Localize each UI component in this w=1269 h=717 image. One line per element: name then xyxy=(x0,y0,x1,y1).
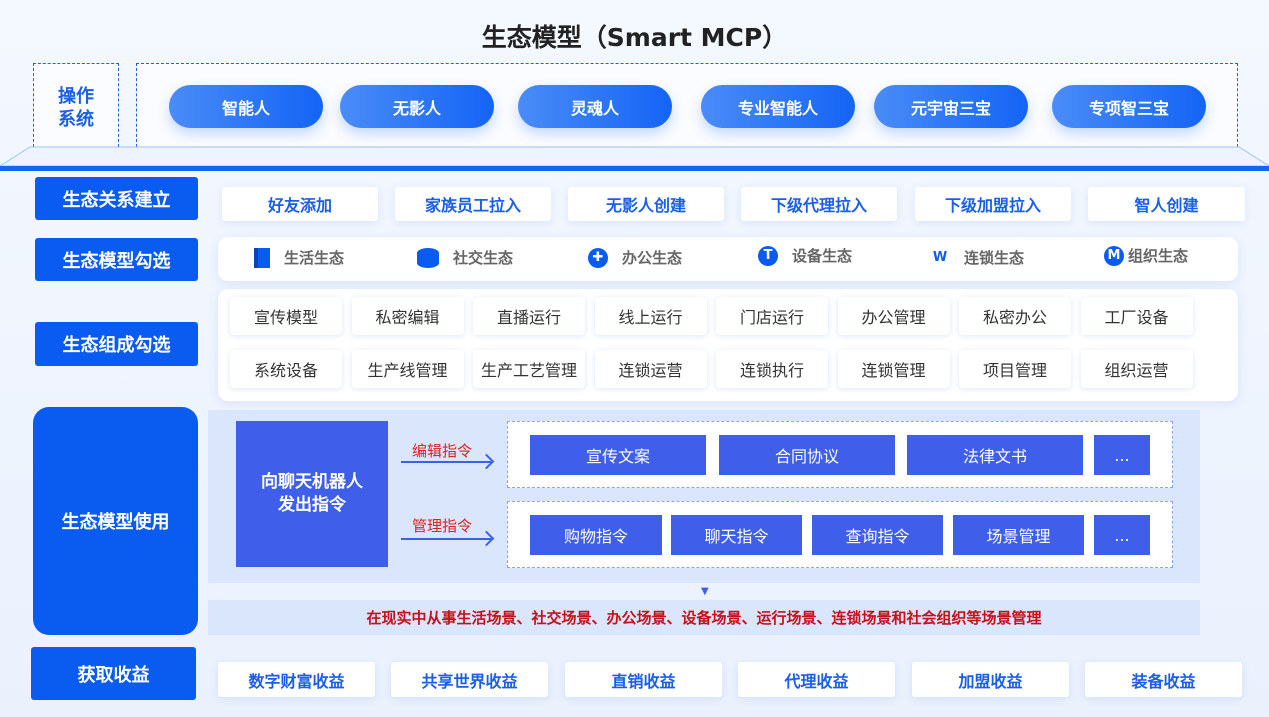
scenario-summary: 在现实中从事生活场景、社交场景、办公场景、设备场景、运行场景、连锁场景和社会组织… xyxy=(208,600,1200,635)
chatbot-command-box: 向聊天机器人发出指令 xyxy=(236,421,388,567)
cube-icon xyxy=(254,247,270,268)
relation-item[interactable]: 家族员工拉入 xyxy=(395,187,551,221)
edit-command-label: 编辑指令 xyxy=(412,442,473,460)
os-item[interactable]: 专业智能人 xyxy=(701,85,855,128)
composition-label: 生态组成勾选 xyxy=(35,322,198,366)
relation-item[interactable]: 好友添加 xyxy=(222,187,378,221)
composition-item[interactable]: 生产线管理 xyxy=(351,350,464,388)
eco-label: 生活生态 xyxy=(284,249,345,267)
income-item[interactable]: 共享世界收益 xyxy=(391,662,548,697)
edit-command-item[interactable]: 法律文书 xyxy=(907,435,1083,475)
edit-command-item[interactable]: 合同协议 xyxy=(719,435,895,475)
relation-label: 生态关系建立 xyxy=(35,177,198,220)
income-item[interactable]: 加盟收益 xyxy=(912,662,1069,697)
income-label: 获取收益 xyxy=(31,647,196,700)
model-select-panel xyxy=(218,237,1238,281)
arrow-right-icon xyxy=(401,538,491,540)
os-item[interactable]: 智能人 xyxy=(169,85,323,128)
income-item[interactable]: 直销收益 xyxy=(565,662,722,697)
os-item[interactable]: 无影人 xyxy=(340,85,494,128)
os-item[interactable]: 专项智三宝 xyxy=(1052,85,1206,128)
composition-item[interactable]: 工厂设备 xyxy=(1080,297,1193,335)
platform-bar xyxy=(0,166,1269,171)
manage-command-more[interactable]: ... xyxy=(1094,515,1150,555)
eco-label: 办公生态 xyxy=(622,249,683,267)
arrow-right-icon xyxy=(401,461,491,463)
eco-option-office[interactable]: ✚ 办公生态 xyxy=(588,247,682,268)
eco-option-social[interactable]: 社交生态 xyxy=(417,247,513,268)
quad-circle-icon: ✚ xyxy=(588,247,608,268)
arrow-down-icon: ▼ xyxy=(701,586,709,597)
eco-option-chain[interactable]: W 连锁生态 xyxy=(930,247,1024,268)
relation-item[interactable]: 下级代理拉入 xyxy=(741,187,897,221)
eco-label: 组织生态 xyxy=(1128,247,1189,265)
composition-item[interactable]: 项目管理 xyxy=(959,350,1071,388)
eco-label: 连锁生态 xyxy=(964,249,1025,267)
composition-item[interactable]: 线上运行 xyxy=(594,297,707,335)
manage-command-item[interactable]: 聊天指令 xyxy=(671,515,802,555)
m-circle-icon: M xyxy=(1104,245,1124,266)
page-title: 生态模型（Smart MCP） xyxy=(481,23,788,52)
os-label: 操作系统 xyxy=(33,63,119,152)
composition-item[interactable]: 组织运营 xyxy=(1080,350,1193,388)
os-item[interactable]: 元宇宙三宝 xyxy=(874,85,1028,128)
os-label-text: 操作系统 xyxy=(58,85,94,130)
income-item[interactable]: 装备收益 xyxy=(1085,662,1242,697)
composition-item[interactable]: 私密办公 xyxy=(959,297,1071,335)
manage-command-item[interactable]: 购物指令 xyxy=(530,515,662,555)
usage-label: 生态模型使用 xyxy=(33,407,198,635)
income-item[interactable]: 代理收益 xyxy=(738,662,895,697)
manage-command-item[interactable]: 查询指令 xyxy=(812,515,943,555)
relation-item[interactable]: 下级加盟拉入 xyxy=(915,187,1071,221)
composition-item[interactable]: 宣传模型 xyxy=(230,297,342,335)
manage-command-item[interactable]: 场景管理 xyxy=(953,515,1084,555)
composition-item[interactable]: 门店运行 xyxy=(716,297,828,335)
w-wave-icon: W xyxy=(932,250,948,265)
edit-command-more[interactable]: ... xyxy=(1094,435,1150,475)
relation-item[interactable]: 无影人创建 xyxy=(568,187,724,221)
edit-command-item[interactable]: 宣传文案 xyxy=(530,435,706,475)
composition-item[interactable]: 连锁执行 xyxy=(716,350,828,388)
eco-option-device[interactable]: T 设备生态 xyxy=(758,245,852,266)
t-circle-icon: T xyxy=(758,245,778,266)
composition-item[interactable]: 生产工艺管理 xyxy=(473,350,585,388)
composition-item[interactable]: 系统设备 xyxy=(230,350,342,388)
cylinder-icon xyxy=(417,247,439,268)
relation-item[interactable]: 智人创建 xyxy=(1088,187,1245,221)
composition-item[interactable]: 连锁运营 xyxy=(594,350,707,388)
composition-item[interactable]: 私密编辑 xyxy=(351,297,464,335)
composition-item[interactable]: 直播运行 xyxy=(473,297,585,335)
income-item[interactable]: 数字财富收益 xyxy=(218,662,375,697)
model-select-label: 生态模型勾选 xyxy=(35,238,198,281)
eco-option-life[interactable]: 生活生态 xyxy=(254,247,344,268)
manage-command-label: 管理指令 xyxy=(412,517,473,535)
composition-item[interactable]: 连锁管理 xyxy=(837,350,950,388)
composition-item[interactable]: 办公管理 xyxy=(837,297,950,335)
eco-label: 设备生态 xyxy=(792,247,853,265)
os-item[interactable]: 灵魂人 xyxy=(518,85,672,128)
eco-label: 社交生态 xyxy=(453,249,514,267)
